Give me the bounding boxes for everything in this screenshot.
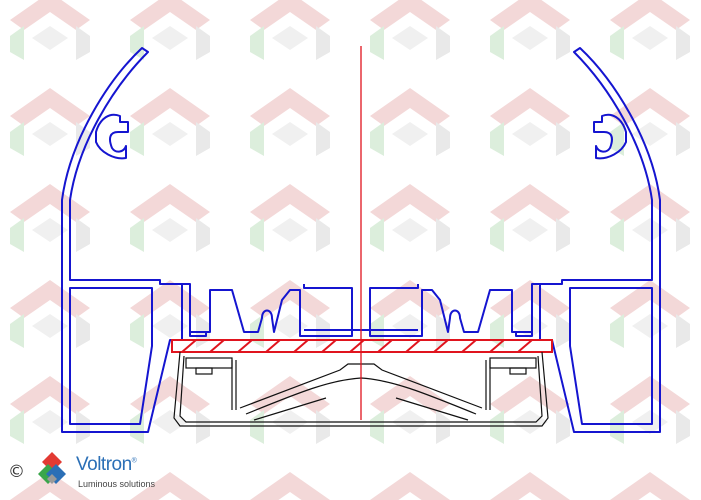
diffuser-lens [171,339,553,353]
copyright-symbol: © [8,462,25,482]
brand-name-text: Voltron [76,454,132,475]
brand-block: © Voltron® Luminous solutions [8,452,208,494]
brand-tagline: Luminous solutions [78,479,156,489]
registered-mark: ® [131,457,137,465]
brand-name: Voltron® [76,454,137,476]
voltron-diamond-logo-icon [38,452,66,484]
